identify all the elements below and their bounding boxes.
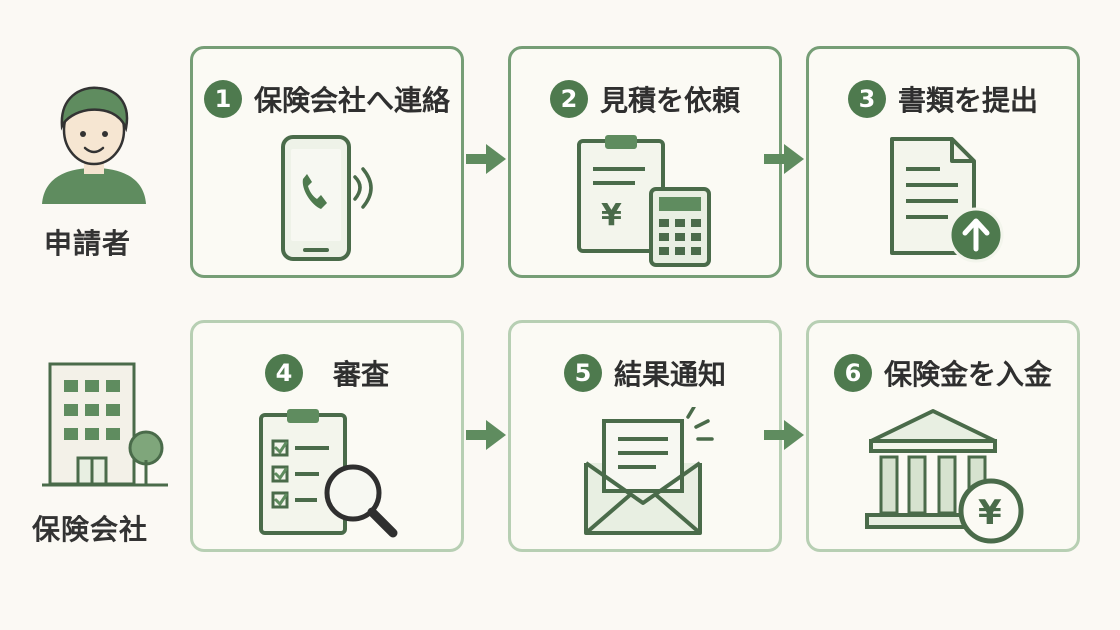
step-3-number: 3 [847, 80, 886, 118]
step-5-title: 結果通知 [613, 358, 726, 391]
bank-yen-icon: ¥ [865, 409, 1024, 544]
step-1-title: 保険会社へ連絡 [253, 84, 450, 117]
step-5-number: 5 [563, 354, 602, 392]
insurer-label: 保険会社 [32, 513, 149, 546]
step-6-title: 保険金を入金 [883, 358, 1052, 391]
step-3-card: 3 書類を提出 [806, 46, 1080, 278]
building-icon [42, 362, 168, 487]
step-2-card: 2 見積を依頼 ¥ [508, 46, 782, 278]
step-1-card: 1 保険会社へ連絡 [190, 46, 464, 278]
step-6-card: 6 保険金を入金 ¥ [806, 320, 1080, 552]
person-icon [42, 86, 146, 204]
step-4-card: 4 審査 [190, 320, 464, 552]
step-3-title: 書類を提出 [897, 84, 1038, 117]
checklist-magnifier-icon [259, 409, 398, 538]
applicant-label: 申請者 [44, 227, 132, 260]
step-4-title: 審査 [332, 358, 389, 391]
arrow-right-icon [466, 420, 506, 450]
step-1-number: 1 [203, 80, 242, 118]
svg-text:¥: ¥ [601, 198, 622, 233]
estimate-clipboard-icon: ¥ [577, 135, 711, 267]
step-5-card: 5 結果通知 [508, 320, 782, 552]
arrow-right-icon [466, 144, 506, 174]
step-2-number: 2 [549, 80, 588, 118]
step-6-number: 6 [833, 354, 872, 392]
envelope-icon [584, 407, 714, 535]
arrow-right-icon [764, 144, 804, 174]
document-upload-icon [890, 137, 1004, 263]
phone-icon [281, 135, 373, 261]
step-2-title: 見積を依頼 [599, 84, 740, 117]
arrow-right-icon [764, 420, 804, 450]
step-4-number: 4 [264, 354, 303, 392]
svg-text:¥: ¥ [978, 493, 1002, 533]
